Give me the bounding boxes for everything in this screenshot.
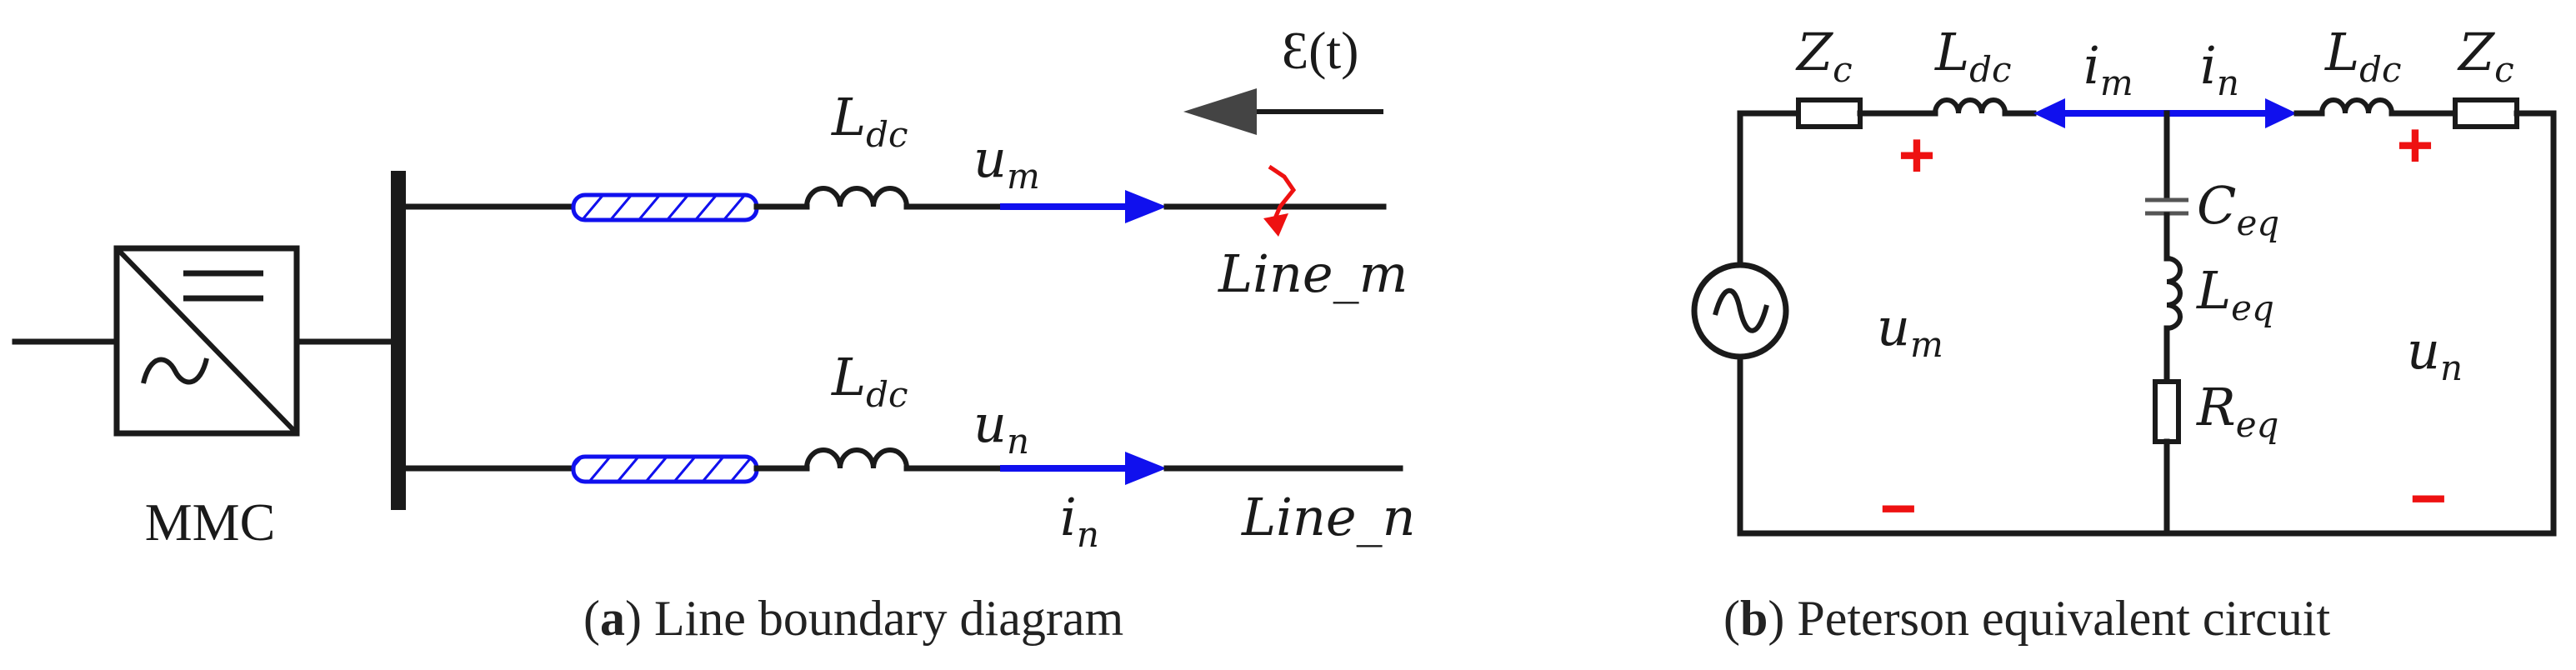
zc-left-resistor-icon: [1796, 98, 1863, 129]
panel-b: + + − − Zc Ldc im in Ldc Zc Ceq Leq Req …: [1691, 22, 2557, 646]
plus-left: +: [1898, 120, 1935, 191]
zc-right-resistor-icon: [2453, 98, 2519, 129]
minus-left: −: [1880, 473, 1917, 544]
ac-source-icon: [1691, 262, 1789, 360]
un-label-b: un: [2407, 320, 2463, 388]
req-label: Req: [2196, 377, 2278, 445]
im-label: im: [2083, 35, 2133, 103]
in-label-a: in: [1060, 487, 1099, 555]
panel-a: MMC Ɛ(t) Ldc Ldc um: [12, 21, 1416, 646]
minus-right: −: [2410, 463, 2447, 534]
req-resistor-icon: [2153, 379, 2181, 444]
ceq-label: Ceq: [2197, 175, 2279, 243]
in-label-b: in: [2200, 35, 2239, 103]
mmc-converter-icon: [113, 245, 300, 437]
zc-left-label: Zc: [1795, 22, 1853, 90]
caption-b: (b) Peterson equivalent circuit: [1723, 591, 2330, 646]
um-label: um: [973, 128, 1040, 197]
line-m-breaker-icon: [571, 192, 759, 222]
ldc-right-inductor-icon: [2319, 98, 2394, 114]
caption-a: (a) Line boundary diagram: [583, 591, 1123, 646]
leq-inductor-icon: [2166, 256, 2183, 331]
leq-label: Leq: [2196, 260, 2274, 328]
in-arrowhead-icon: [2265, 98, 2297, 128]
ldc-n-label: Ldc: [831, 347, 908, 415]
mmc-label: MMC: [145, 492, 276, 552]
line-n-arrowhead-icon: [1125, 452, 1167, 485]
ldc-left-inductor-icon: [1933, 98, 2008, 114]
wave-arrowhead-icon: [1183, 88, 1257, 135]
um-label-b: um: [1877, 297, 1943, 365]
ldc-m-label: Ldc: [831, 87, 908, 155]
line-m-inductor-icon: [804, 186, 909, 208]
im-arrowhead-icon: [2033, 98, 2065, 128]
line-n-breaker-icon: [571, 454, 759, 484]
ldc-right-label: Ldc: [2324, 22, 2402, 90]
fault-lightning-icon: [1263, 164, 1297, 237]
ceq-capacitor-icon: [2145, 198, 2188, 216]
ldc-left-label: Ldc: [1934, 22, 2012, 90]
line-m-label: Line_m: [1218, 243, 1408, 304]
plus-right: +: [2397, 110, 2433, 181]
line-m-arrowhead-icon: [1125, 190, 1167, 223]
zc-right-label: Zc: [2457, 22, 2514, 90]
un-label: un: [973, 393, 1029, 462]
line-n-inductor-icon: [804, 448, 909, 469]
wave-label: Ɛ(t): [1282, 21, 1358, 80]
line-n-label: Line_n: [1241, 487, 1416, 548]
